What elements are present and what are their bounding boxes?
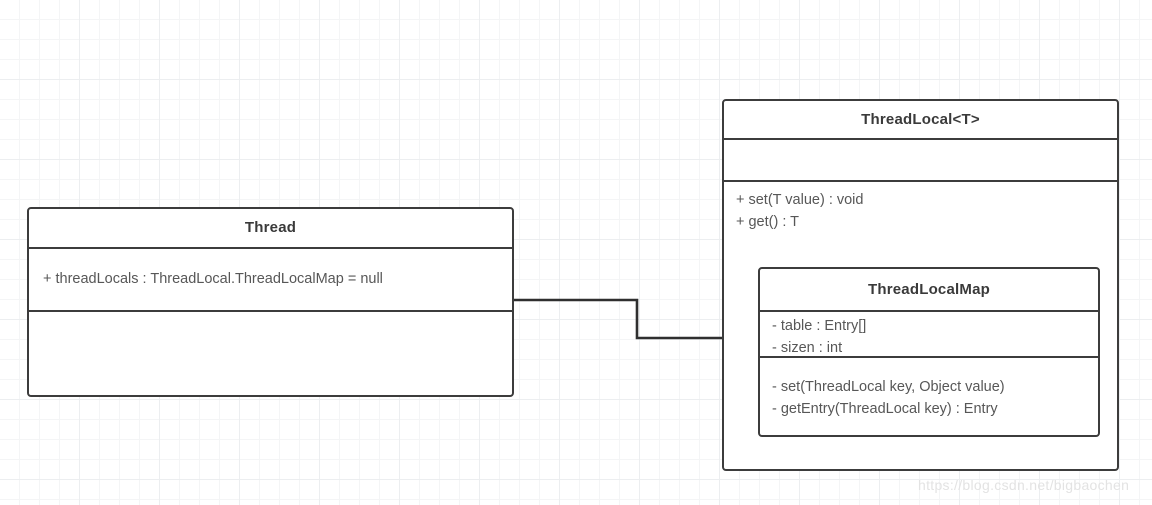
- class-attributes-threadlocal: [724, 138, 1117, 180]
- class-title-threadlocal: ThreadLocal<T>: [861, 111, 980, 128]
- class-attributes-threadlocalmap: - table : Entry[] - sizen : int: [760, 310, 1098, 356]
- attribute-row: - table : Entry[]: [772, 318, 867, 334]
- attribute-row: + threadLocals : ThreadLocal.ThreadLocal…: [43, 271, 383, 287]
- method-row: + set(T value) : void: [736, 192, 864, 208]
- class-methods-threadlocal: + set(T value) : void + get() : T Thread…: [724, 180, 1117, 469]
- attribute-row: - sizen : int: [772, 340, 843, 356]
- class-methods-threadlocalmap: - set(ThreadLocal key, Object value) - g…: [760, 356, 1098, 435]
- class-methods-thread: [29, 310, 512, 395]
- method-row: - set(ThreadLocal key, Object value): [772, 379, 1005, 395]
- method-row: + get() : T: [736, 214, 799, 230]
- class-attributes-thread: + threadLocals : ThreadLocal.ThreadLocal…: [29, 247, 512, 310]
- method-row: - getEntry(ThreadLocal key) : Entry: [772, 401, 998, 417]
- watermark-text: https://blog.csdn.net/bigbaochen: [918, 477, 1130, 493]
- class-box-threadlocalmap[interactable]: ThreadLocalMap - table : Entry[] - sizen…: [758, 267, 1100, 437]
- class-title-thread: Thread: [244, 219, 297, 236]
- connector-path: [513, 298, 754, 343]
- class-title-threadlocalmap: ThreadLocalMap: [868, 281, 990, 298]
- class-box-thread[interactable]: Thread + threadLocals : ThreadLocal.Thre…: [27, 207, 514, 397]
- class-box-threadlocal[interactable]: ThreadLocal<T> + set(T value) : void + g…: [722, 99, 1119, 471]
